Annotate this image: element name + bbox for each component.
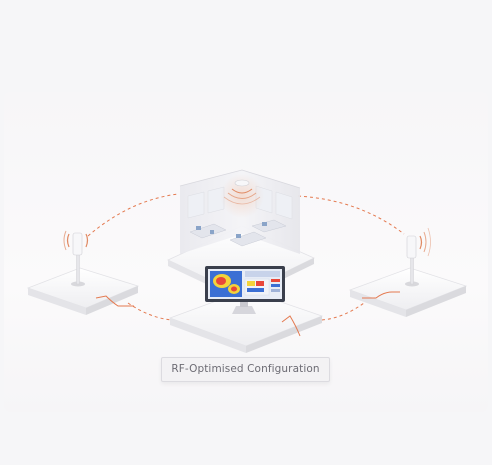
link-office-to-right	[297, 195, 405, 235]
monitor-station	[168, 266, 324, 353]
heatmap-monitor-icon	[205, 266, 285, 314]
right-antenna-station	[348, 227, 468, 317]
link-left-to-monitor	[127, 302, 173, 321]
wireless-links	[87, 193, 405, 321]
ceiling-access-point-icon	[220, 174, 264, 218]
left-antenna-station	[26, 230, 140, 315]
antenna-icon	[405, 227, 431, 287]
link-left-to-office	[87, 193, 179, 237]
diagram-caption: RF-Optimised Configuration	[161, 357, 330, 382]
link-monitor-to-right	[321, 299, 369, 321]
antenna-icon	[63, 230, 89, 287]
